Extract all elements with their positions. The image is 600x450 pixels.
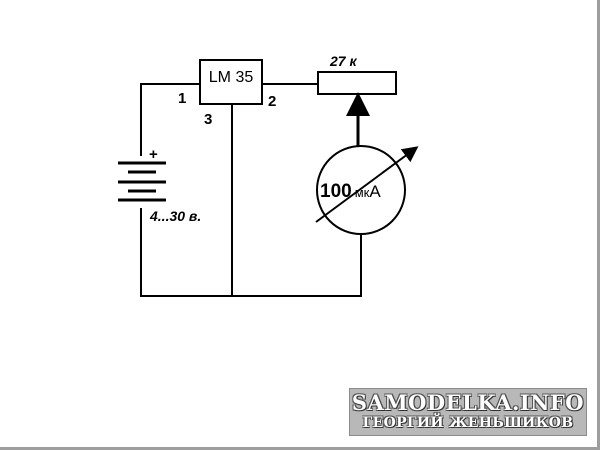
pin-2-label: 2 [268, 93, 276, 110]
lm35-sensor: LM 35 1 2 3 [178, 59, 276, 128]
wire-battery-to-ground [140, 208, 362, 297]
lm35-label: LM 35 [209, 69, 254, 86]
meter-unit: А [369, 182, 381, 201]
meter-value: 100 [320, 181, 352, 202]
watermark-stamp: SAMODELKA.INFO ГЕОРГИЙ ЖЕНЬШИКОВ [349, 388, 587, 436]
battery-voltage-label: 4...30 в. [149, 208, 201, 224]
potentiometer-body [317, 71, 397, 95]
pin-1-label: 1 [178, 90, 186, 107]
potentiometer: 27 к [317, 53, 397, 146]
potentiometer-value: 27 к [329, 53, 357, 69]
watermark-site: SAMODELKA.INFO [351, 390, 585, 415]
lm35-body [199, 59, 263, 105]
wires [140, 83, 362, 297]
meter-body [316, 145, 406, 235]
battery-plus-sign: + [149, 146, 158, 163]
pin-3-label: 3 [204, 111, 212, 128]
wire-battery-to-pin1 [140, 83, 200, 156]
battery: + 4...30 в. [118, 146, 201, 224]
meter-unit-prefix: мк [355, 185, 370, 200]
meter-adjust-arrow-icon [315, 146, 419, 223]
watermark-author: ГЕОРГИЙ ЖЕНЬШИКОВ [362, 415, 574, 431]
